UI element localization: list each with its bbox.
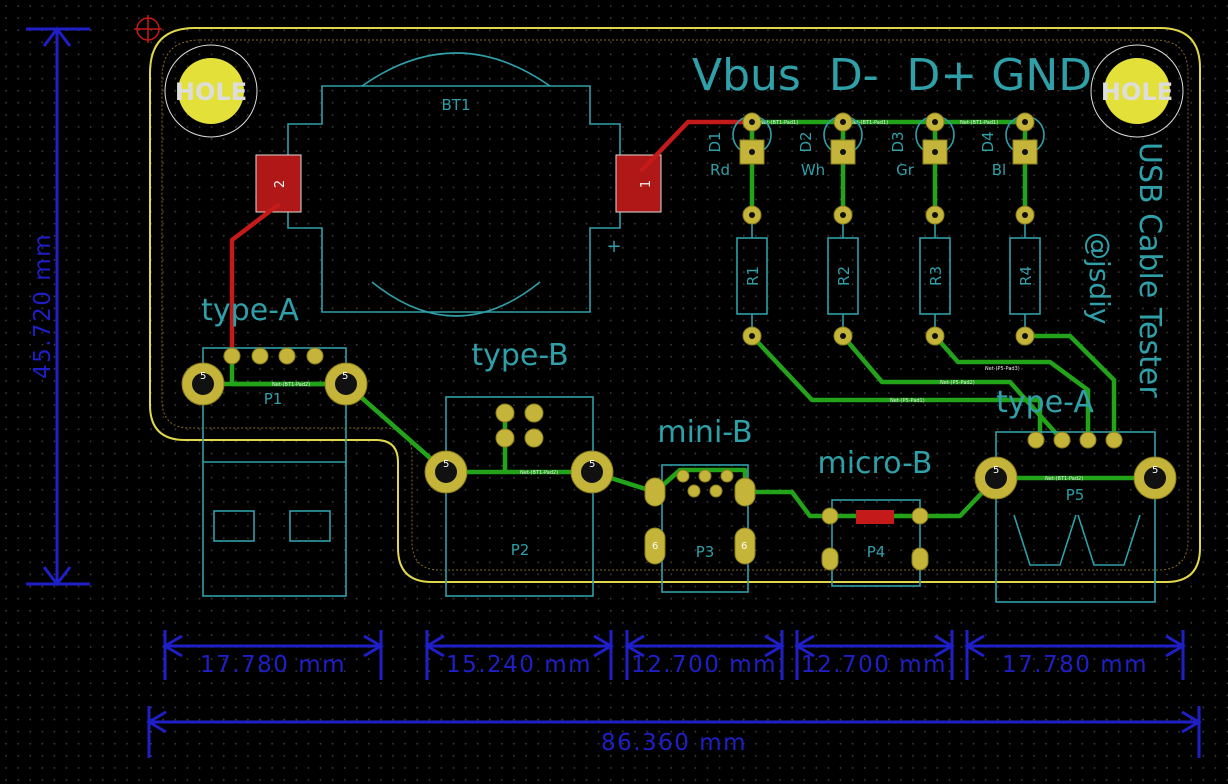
svg-text:Gr: Gr [896,161,915,179]
connector-p5[interactable]: type-A 5 5 P5 [974,385,1177,603]
connector-p2[interactable]: type-B 5 5 P2 [424,338,614,597]
p5-type-label: type-A [996,385,1094,420]
svg-text:15.240 mm: 15.240 mm [446,652,592,678]
led-d2[interactable]: D2 Wh [797,112,863,179]
svg-text:Rd: Rd [710,161,730,179]
svg-text:D4: D4 [979,131,997,152]
svg-text:Net-(BT1-Pad1): Net-(BT1-Pad1) [850,120,888,126]
svg-text:R3: R3 [927,266,945,286]
resistor-r3[interactable]: R3 [919,205,951,346]
bt1-plus: + [606,236,621,257]
svg-text:Net-(P5-Pad2): Net-(P5-Pad2) [940,380,975,386]
p4-type-label: micro-B [818,446,933,481]
svg-text:17.780 mm: 17.780 mm [200,652,346,678]
svg-text:17.780 mm: 17.780 mm [1002,652,1148,678]
dimension-w3[interactable]: 12.700 mm [624,630,785,680]
led-d1[interactable]: D1 Rd [706,112,772,179]
connector-p4[interactable]: micro-B P4 [818,446,933,587]
svg-text:Net-(P5-Pad3): Net-(P5-Pad3) [985,366,1020,372]
svg-text:Net-(BT1-Pad2): Net-(BT1-Pad2) [272,382,310,388]
svg-text:12.700 mm: 12.700 mm [631,652,777,678]
svg-text:5: 5 [589,459,595,470]
svg-text:Net-(BT1-Pad1): Net-(BT1-Pad1) [960,120,998,126]
resistor-r4[interactable]: R4 [1009,205,1041,346]
dimension-w5[interactable]: 17.780 mm [964,630,1186,680]
svg-text:Net-(P5-Pad1): Net-(P5-Pad1) [890,398,925,404]
resistor-r1[interactable]: R1 [736,205,768,346]
svg-text:6: 6 [652,541,658,552]
p3-type-label: mini-B [657,415,752,450]
svg-text:P5: P5 [1066,486,1085,504]
dimension-row[interactable]: 17.780 mm 15.240 mm 12.700 mm 12.700 mm … [162,630,1186,680]
dimension-total[interactable]: 86.360 mm [146,706,1202,758]
svg-text:Net-(BT1-Pad1): Net-(BT1-Pad1) [760,120,798,126]
p2-type-label: type-B [471,338,568,373]
svg-text:R1: R1 [744,266,762,286]
svg-text:R4: R4 [1017,266,1035,286]
mounting-hole-right[interactable]: HOLE [1090,44,1184,138]
led-d4[interactable]: D4 Bl [979,112,1045,179]
svg-text:Wh: Wh [801,161,825,179]
connector-p1[interactable]: type-A 5 5 P1 [181,293,368,597]
svg-text:5: 5 [342,371,348,382]
net-labels: Net-(BT1-Pad1) Net-(BT1-Pad1) Net-(BT1-P… [272,120,1083,482]
svg-text:R2: R2 [835,266,853,286]
battery-holder-bt1[interactable]: BT1 + 2 1 [255,52,662,317]
dimension-w1[interactable]: 17.780 mm [162,630,384,680]
mounting-hole-left[interactable]: HOLE [164,44,258,138]
svg-text:P4: P4 [867,543,886,561]
svg-text:D1: D1 [706,131,724,152]
dimension-w4[interactable]: 12.700 mm [794,630,955,680]
p1-type-label: type-A [201,293,299,328]
side-title: USB Cable Tester [1132,142,1167,398]
total-dim-label: 86.360 mm [601,730,747,756]
dimension-height[interactable]: 45.720 mm [26,26,90,587]
svg-text:5: 5 [1152,465,1158,476]
svg-text:5: 5 [443,459,449,470]
svg-text:P2: P2 [511,541,530,559]
svg-text:Net-(BT1-Pad2): Net-(BT1-Pad2) [520,470,558,476]
hole-label: HOLE [175,78,247,106]
svg-text:1: 1 [639,180,654,188]
trace-top [229,202,281,353]
svg-text:6: 6 [741,541,747,552]
led-d3[interactable]: D3 Gr [889,112,955,179]
svg-text:P3: P3 [696,543,715,561]
trace-top [639,119,755,173]
height-dim-label: 45.720 mm [30,233,56,379]
svg-text:Net-(BT1-Pad2): Net-(BT1-Pad2) [1045,476,1083,482]
resistor-r2[interactable]: R2 [827,205,859,346]
connector-p3[interactable]: mini-B 6 6 P3 [644,415,756,593]
svg-text:Bl: Bl [992,161,1006,179]
svg-text:12.700 mm: 12.700 mm [801,652,947,678]
dimension-w2[interactable]: 15.240 mm [424,630,614,680]
side-author: @jsdiy [1083,232,1116,325]
svg-text:D3: D3 [889,131,907,152]
board-outline [149,27,1201,583]
svg-text:5: 5 [200,371,206,382]
svg-text:2: 2 [273,180,288,188]
svg-text:P1: P1 [264,390,283,408]
svg-text:5: 5 [993,465,999,476]
origin-marker-icon [134,15,162,43]
bt1-pad-2[interactable] [255,154,302,213]
bt1-pad-1[interactable] [615,154,662,213]
board-title: Vbus D- D+ GND [692,50,1092,101]
hole-label: HOLE [1101,78,1173,106]
bt1-ref: BT1 [442,96,471,114]
svg-text:D2: D2 [797,131,815,152]
